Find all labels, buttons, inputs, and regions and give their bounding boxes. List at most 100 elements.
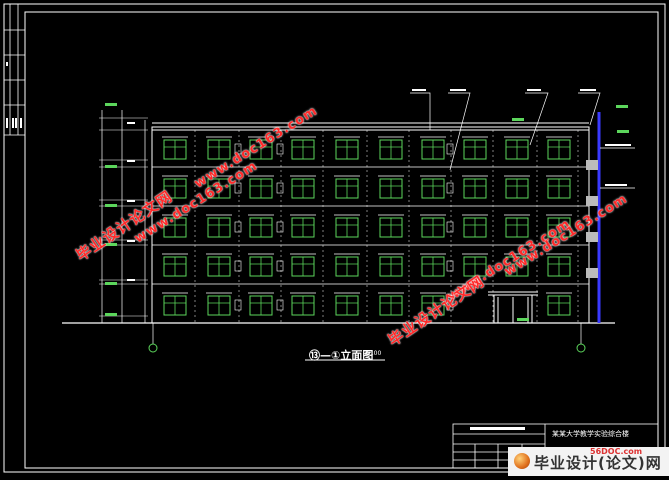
window bbox=[462, 175, 488, 199]
pilasters bbox=[194, 130, 579, 323]
wall-panel bbox=[234, 221, 242, 233]
level-tag bbox=[105, 282, 117, 285]
wall-panel bbox=[276, 260, 284, 272]
window bbox=[420, 253, 446, 277]
building-outline bbox=[151, 122, 590, 324]
window bbox=[546, 292, 572, 316]
window bbox=[378, 175, 404, 199]
stair-panels bbox=[586, 160, 598, 278]
wall-panel bbox=[234, 260, 242, 272]
level-tag bbox=[105, 165, 117, 168]
window bbox=[334, 292, 360, 316]
window bbox=[462, 214, 488, 238]
level-text bbox=[127, 279, 135, 281]
stair-window bbox=[586, 160, 598, 170]
window bbox=[206, 214, 232, 238]
window bbox=[504, 214, 530, 238]
drawing-frame bbox=[24, 11, 659, 469]
window bbox=[378, 253, 404, 277]
elevation-scale: 1:100 bbox=[364, 350, 382, 357]
wall-panel bbox=[446, 143, 454, 155]
window bbox=[378, 214, 404, 238]
window bbox=[290, 253, 316, 277]
logo-text: 毕业设计(论文)网 bbox=[534, 454, 662, 472]
window bbox=[420, 136, 446, 160]
wall-panel bbox=[446, 221, 454, 233]
axis-marker-right bbox=[576, 323, 586, 353]
window bbox=[334, 214, 360, 238]
level-tag bbox=[105, 103, 117, 106]
window bbox=[248, 136, 274, 160]
binding-strip bbox=[4, 4, 25, 136]
window bbox=[206, 292, 232, 316]
binding-strip-marks bbox=[6, 62, 22, 128]
wall-panel bbox=[276, 299, 284, 311]
window bbox=[462, 253, 488, 277]
level-tag bbox=[616, 105, 628, 108]
level-tag bbox=[517, 318, 529, 321]
level-tag bbox=[617, 130, 629, 133]
level-markers-left bbox=[105, 103, 135, 316]
window bbox=[290, 214, 316, 238]
stair-window bbox=[586, 232, 598, 242]
wall-panel bbox=[234, 143, 242, 155]
window bbox=[162, 214, 188, 238]
window bbox=[546, 136, 572, 160]
level-tag bbox=[105, 313, 117, 316]
wall-panel bbox=[234, 299, 242, 311]
window-grid bbox=[162, 136, 572, 316]
left-dimension-lines bbox=[101, 110, 146, 323]
window bbox=[248, 175, 274, 199]
window bbox=[248, 214, 274, 238]
window bbox=[420, 292, 446, 316]
window bbox=[462, 136, 488, 160]
level-text bbox=[127, 122, 135, 124]
level-text bbox=[127, 200, 135, 202]
window bbox=[162, 136, 188, 160]
logo-url: 56DOC.com bbox=[590, 447, 643, 456]
window bbox=[290, 292, 316, 316]
window bbox=[206, 175, 232, 199]
window bbox=[504, 136, 530, 160]
level-tag bbox=[105, 204, 117, 207]
window bbox=[378, 292, 404, 316]
window bbox=[504, 175, 530, 199]
level-markers-right bbox=[512, 105, 629, 321]
window bbox=[206, 136, 232, 160]
leader-lines bbox=[410, 92, 635, 189]
site-logo[interactable]: 毕业设计(论文)网 56DOC.com bbox=[508, 447, 669, 476]
level-text bbox=[127, 160, 135, 162]
window bbox=[162, 253, 188, 277]
floor-lines bbox=[152, 166, 589, 285]
wall-panel bbox=[446, 260, 454, 272]
wall-panel bbox=[276, 221, 284, 233]
leader-texts bbox=[412, 89, 631, 186]
wall-panel bbox=[446, 182, 454, 194]
window bbox=[248, 253, 274, 277]
window bbox=[162, 292, 188, 316]
window bbox=[290, 175, 316, 199]
window bbox=[290, 136, 316, 160]
stair-window bbox=[586, 268, 598, 278]
window bbox=[334, 253, 360, 277]
window bbox=[546, 253, 572, 277]
wall-panel bbox=[276, 182, 284, 194]
wall-panel bbox=[276, 143, 284, 155]
window bbox=[378, 136, 404, 160]
sheet-border bbox=[3, 3, 666, 473]
stair-window bbox=[586, 196, 598, 206]
window bbox=[504, 253, 530, 277]
entrance-door bbox=[488, 291, 538, 324]
wall-panel bbox=[234, 182, 242, 194]
level-text bbox=[127, 240, 135, 242]
window bbox=[334, 175, 360, 199]
elevation-title: ⑬—①立面图 bbox=[309, 349, 374, 362]
window bbox=[420, 175, 446, 199]
title-block-heading: 某某大学教学实验综合楼 bbox=[552, 430, 629, 438]
window bbox=[162, 175, 188, 199]
level-tag bbox=[512, 118, 524, 121]
window bbox=[546, 175, 572, 199]
title-block-bar bbox=[470, 427, 525, 430]
window bbox=[248, 292, 274, 316]
